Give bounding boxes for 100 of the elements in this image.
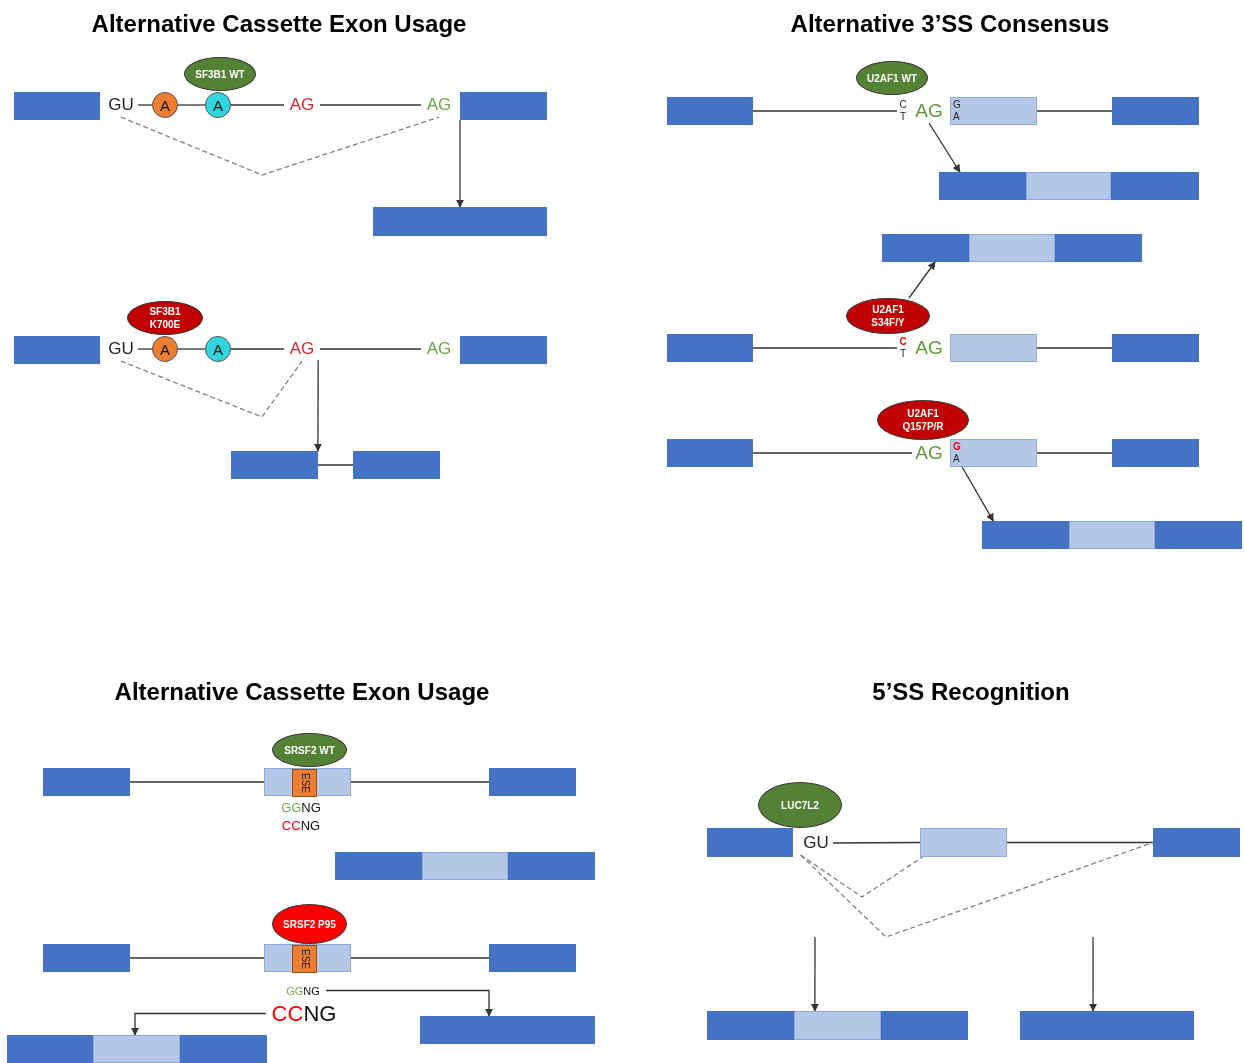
exon-box: [460, 207, 547, 236]
exon-box: [43, 768, 130, 796]
intron-line: [1036, 347, 1113, 349]
exon-box: [7, 1035, 93, 1063]
exon-box: [14, 336, 100, 364]
intron-line: [1036, 452, 1113, 454]
splice-site-text: AG: [912, 336, 946, 360]
exon-box: [1111, 172, 1199, 200]
exon-box: [180, 1035, 267, 1063]
intron-line: [1006, 841, 1154, 844]
alternative-exon-box: [920, 828, 1007, 857]
intron-line: [1036, 110, 1113, 112]
arrow: [456, 119, 464, 208]
splice-site-text: AG: [421, 338, 457, 360]
splice-site-text: AG: [284, 94, 320, 116]
protein-label: SRSF2 WT: [283, 743, 336, 757]
arrow: [325, 989, 493, 1017]
protein-label: SF3B1 WT: [194, 67, 246, 81]
exon-box: [939, 172, 1026, 200]
alternative-exon-box: [1069, 521, 1155, 549]
intron-line: [137, 348, 153, 350]
exon-box: [489, 768, 576, 796]
branch-point-circle: [205, 336, 231, 362]
panel-title: Alternative Cassette Exon Usage: [91, 10, 467, 38]
arrow: [131, 1012, 267, 1036]
intron-line: [350, 781, 490, 783]
motif-text: GGNG: [281, 800, 321, 815]
splice-site-text: AG: [421, 94, 457, 116]
exon-box: [335, 852, 422, 880]
exon-box: [882, 234, 969, 262]
exon-box: [1020, 1011, 1107, 1040]
branch-point-circle: [205, 92, 231, 118]
exon-box: [1155, 521, 1242, 549]
alternative-exon-box: [264, 944, 351, 972]
intron-line: [752, 110, 898, 112]
nucleotide-label: T: [899, 111, 907, 123]
intron-line: [137, 104, 153, 106]
nucleotide-label: C: [899, 99, 907, 111]
exon-box: [14, 92, 100, 120]
splice-junction-line: [120, 116, 440, 176]
exon-box: [373, 207, 460, 236]
ese-band: [292, 945, 317, 973]
exon-box: [1153, 828, 1240, 857]
alternative-exon-box: [794, 1011, 881, 1040]
arrow: [1089, 936, 1098, 1012]
intron-line: [319, 348, 422, 350]
exon-box: [460, 336, 547, 364]
exon-box: [43, 944, 130, 972]
panel-title: 5’SS Recognition: [872, 678, 1070, 706]
motif-text: CCNG: [266, 1001, 342, 1026]
arrow: [313, 359, 322, 452]
branch-point-circle: [152, 336, 178, 362]
exon-box: [508, 852, 595, 880]
intron-line: [129, 781, 265, 783]
intron-line: [177, 348, 206, 350]
exon-box: [460, 92, 547, 120]
arrow: [908, 261, 936, 299]
alternative-exon-box: [969, 234, 1055, 262]
alternative-exon-box: [93, 1035, 180, 1063]
protein-label: LUC7L2: [780, 798, 820, 812]
nucleotide-label: C: [899, 336, 907, 348]
nucleotide-label: T: [899, 348, 907, 360]
nucleotide-label: A: [213, 96, 223, 114]
exon-box: [1112, 439, 1199, 467]
nucleotide-label: A: [953, 453, 960, 465]
intron-line: [350, 957, 490, 959]
alternative-exon-box: [422, 852, 508, 880]
intron-line: [752, 452, 913, 454]
splice-site-text: AG: [284, 338, 320, 360]
ese-band: [292, 769, 317, 797]
exon-box: [507, 1016, 595, 1044]
ese-label: ESE: [299, 949, 310, 969]
splice-junction-line: [800, 841, 1154, 938]
panel-title: Alternative 3’SS Consensus: [790, 10, 1110, 38]
branch-point-circle: [152, 92, 178, 118]
exon-box: [982, 521, 1069, 549]
alternative-exon-box: [950, 334, 1037, 362]
exon-box: [231, 451, 318, 479]
arrow: [810, 936, 819, 1012]
protein-label: SRSF2 P95: [282, 917, 337, 931]
splice-junction-line: [800, 854, 924, 898]
alternative-exon-box: [950, 97, 1037, 125]
splice-site-text: GU: [104, 338, 138, 360]
nucleotide-label: A: [213, 340, 223, 358]
intron-line: [230, 104, 285, 106]
protein-label: U2AF1 Q157P/R: [901, 407, 945, 433]
exon-box: [707, 1011, 794, 1040]
ese-label: ESE: [299, 773, 310, 793]
exon-box: [1112, 334, 1199, 362]
exon-box: [707, 828, 793, 857]
motif-text: GGNG: [280, 983, 326, 998]
alternative-exon-box: [950, 439, 1037, 467]
exon-box: [667, 439, 753, 467]
intron-line: [230, 348, 285, 350]
nucleotide-label: A: [160, 96, 170, 114]
exon-box: [420, 1016, 507, 1044]
protein-label: U2AF1 S34F/Y: [870, 303, 906, 329]
protein-label: SF3B1 K700E: [148, 305, 182, 331]
exon-box: [1055, 234, 1142, 262]
intron-line: [177, 104, 206, 106]
